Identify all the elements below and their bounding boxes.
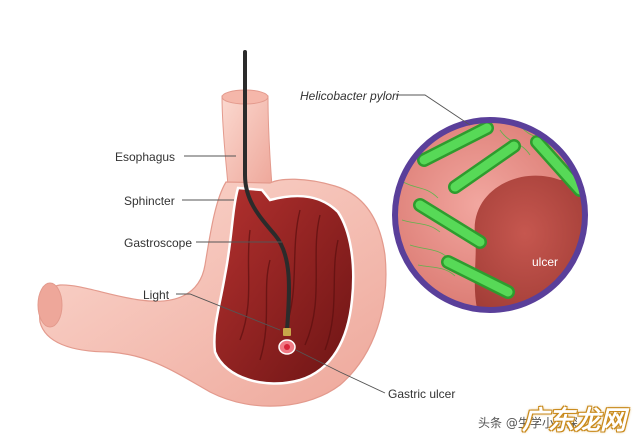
leader-lines [176, 94, 471, 394]
watermark-small: 头条 @生学小侦探 [478, 416, 578, 430]
label-gastric-ulcer: Gastric ulcer [388, 387, 456, 401]
gastroscope-tube [243, 50, 292, 332]
bacteria-highlight [415, 123, 585, 297]
label-helicobacter-pylori: Helicobacter pylori [300, 89, 399, 103]
label-esophagus: Esophagus [115, 150, 176, 164]
label-gastroscope: Gastroscope [124, 236, 193, 250]
label-ulcer: ulcer [532, 255, 559, 269]
ulcer-center [284, 344, 290, 350]
magnified-view [395, 120, 585, 310]
watermark-big: 广东龙网 [522, 406, 627, 436]
duodenum-opening [37, 282, 63, 328]
label-light: Light [143, 288, 170, 302]
magnified-circle-border [392, 117, 588, 313]
gastroscope-tip [283, 328, 291, 336]
label-sphincter: Sphincter [124, 194, 175, 208]
